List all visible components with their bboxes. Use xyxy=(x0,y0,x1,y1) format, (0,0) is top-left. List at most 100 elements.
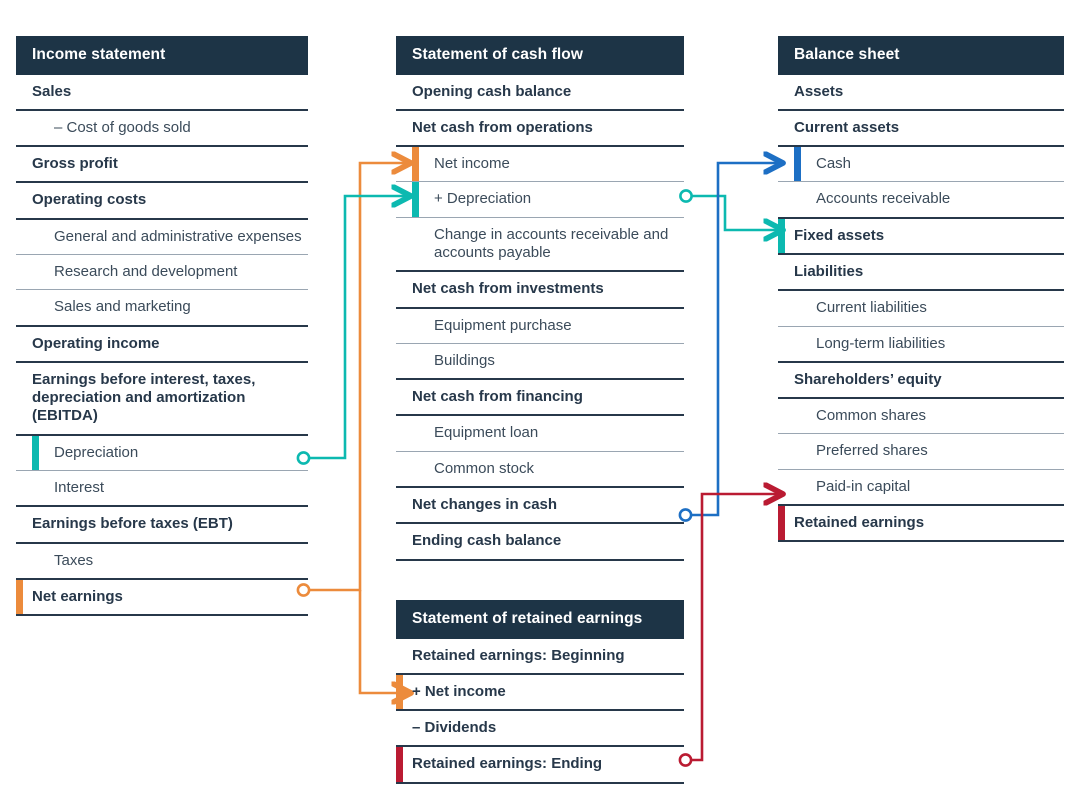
row-equipment-purchase: Equipment purchase xyxy=(396,309,684,344)
accent-bar-teal xyxy=(778,218,785,253)
balance-sheet-title: Balance sheet xyxy=(778,36,1064,75)
row-label: Interest xyxy=(54,479,105,497)
income-statement-card: Income statement Sales – Cost of goods so… xyxy=(16,36,308,617)
row-label: Net cash from operations xyxy=(412,118,593,136)
row-net-cash-from-financing: Net cash from financing xyxy=(396,380,684,417)
row-net-earnings: Net earnings xyxy=(16,579,308,617)
row-label: Operating income xyxy=(32,334,160,352)
connector-retained-earnings-red xyxy=(678,494,782,767)
row-dividends: – Dividends xyxy=(396,711,684,748)
row-label: Depreciation xyxy=(54,443,139,461)
row-label: Preferred shares xyxy=(816,442,928,460)
row-label: Earnings before interest, taxes, depreci… xyxy=(32,370,256,425)
accent-bar-orange xyxy=(16,579,23,615)
connector-fixed-assets-teal xyxy=(679,189,782,230)
row-label: Current liabilities xyxy=(816,299,927,317)
row-opening-cash-balance: Opening cash balance xyxy=(396,75,684,111)
row-label: Ending cash balance xyxy=(412,532,562,550)
row-operating-income: Operating income xyxy=(16,327,308,363)
row-label: Earnings before taxes (EBT) xyxy=(32,515,233,533)
row-operating-costs: Operating costs xyxy=(16,183,308,220)
row-label: Equipment loan xyxy=(434,424,539,442)
connector-net-earnings-orange xyxy=(296,163,410,693)
row-label: Retained earnings xyxy=(794,514,925,532)
accent-bar-orange xyxy=(396,674,403,710)
row-net-income: Net income xyxy=(396,147,684,183)
row-ending-cash-balance: Ending cash balance xyxy=(396,524,684,561)
row-common-stock: Common stock xyxy=(396,452,684,489)
row-common-shares: Common shares xyxy=(778,399,1064,435)
row-label: Equipment purchase xyxy=(434,316,572,334)
row-net-income: + Net income xyxy=(396,674,684,712)
row-current-assets: Current assets xyxy=(778,111,1064,148)
row-label: Change in accounts receivable and accoun… xyxy=(434,225,669,261)
row-paid-in-capital: Paid-in capital xyxy=(778,470,1064,507)
row-label: + Depreciation xyxy=(434,190,532,208)
row-buildings: Buildings xyxy=(396,344,684,381)
row-label: Liabilities xyxy=(794,262,864,280)
row-label: Shareholders’ equity xyxy=(794,370,942,388)
row-label: Net cash from financing xyxy=(412,388,583,406)
row-earnings-before-interest-taxes-depreciation-and-amortization-ebitda: Earnings before interest, taxes, depreci… xyxy=(16,363,308,436)
accent-bar-orange xyxy=(412,147,419,182)
accent-bar-teal xyxy=(32,435,39,471)
accent-bar-blue xyxy=(794,147,801,182)
retained-earnings-statement-rows: Retained earnings: Beginning + Net income… xyxy=(396,639,684,784)
row-label: Buildings xyxy=(434,351,495,369)
row-interest: Interest xyxy=(16,471,308,508)
accent-bar-red xyxy=(778,506,785,541)
row-sales-and-marketing: Sales and marketing xyxy=(16,290,308,327)
row-label: Net changes in cash xyxy=(412,496,558,514)
row-cash: Cash xyxy=(778,147,1064,183)
row-net-cash-from-operations: Net cash from operations xyxy=(396,111,684,148)
row-label: Research and development xyxy=(54,262,238,280)
row-assets: Assets xyxy=(778,75,1064,111)
row-preferred-shares: Preferred shares xyxy=(778,434,1064,470)
row-label: General and administrative expenses xyxy=(54,227,302,245)
row-label: Operating costs xyxy=(32,191,147,209)
row-fixed-assets: Fixed assets xyxy=(778,218,1064,255)
row-general-and-administrative-expenses: General and administrative expenses xyxy=(16,220,308,255)
row-equipment-loan: Equipment loan xyxy=(396,416,684,452)
row-sales: Sales xyxy=(16,75,308,111)
row-label: Retained earnings: Beginning xyxy=(412,646,625,664)
row-label: Cash xyxy=(816,155,852,173)
row-net-cash-from-investments: Net cash from investments xyxy=(396,272,684,309)
row-cost-of-goods-sold: – Cost of goods sold xyxy=(16,111,308,148)
row-label: Retained earnings: Ending xyxy=(412,755,603,773)
row-label: – Cost of goods sold xyxy=(54,118,191,136)
connector-cash-blue xyxy=(678,163,782,522)
row-label: Paid-in capital xyxy=(816,477,911,495)
row-label: Opening cash balance xyxy=(412,82,572,100)
row-label: + Net income xyxy=(412,682,506,700)
row-taxes: Taxes xyxy=(16,544,308,580)
row-label: Common shares xyxy=(816,407,927,425)
cash-flow-statement-card: Statement of cash flow Opening cash bala… xyxy=(396,36,684,561)
row-label: Assets xyxy=(794,82,844,100)
row-long-term-liabilities: Long-term liabilities xyxy=(778,327,1064,363)
retained-earnings-statement-card: Statement of retained earnings Retained … xyxy=(396,600,684,784)
accent-bar-teal xyxy=(412,182,419,217)
row-research-and-development: Research and development xyxy=(16,255,308,291)
row-label: Net earnings xyxy=(32,587,123,605)
row-accounts-receivable: Accounts receivable xyxy=(778,182,1064,219)
row-label: Fixed assets xyxy=(794,226,885,244)
row-label: Gross profit xyxy=(32,155,118,173)
row-shareholders-equity: Shareholders’ equity xyxy=(778,363,1064,400)
row-label: Current assets xyxy=(794,118,900,136)
row-earnings-before-taxes-ebt: Earnings before taxes (EBT) xyxy=(16,507,308,544)
row-label: Net cash from investments xyxy=(412,280,604,298)
row-label: Long-term liabilities xyxy=(816,334,946,352)
row-label: Taxes xyxy=(54,551,94,569)
row-depreciation: + Depreciation xyxy=(396,182,684,218)
row-label: Accounts receivable xyxy=(816,190,951,208)
income-statement-title: Income statement xyxy=(16,36,308,75)
row-label: Sales xyxy=(32,82,72,100)
connector-depreciation-teal xyxy=(296,196,410,465)
